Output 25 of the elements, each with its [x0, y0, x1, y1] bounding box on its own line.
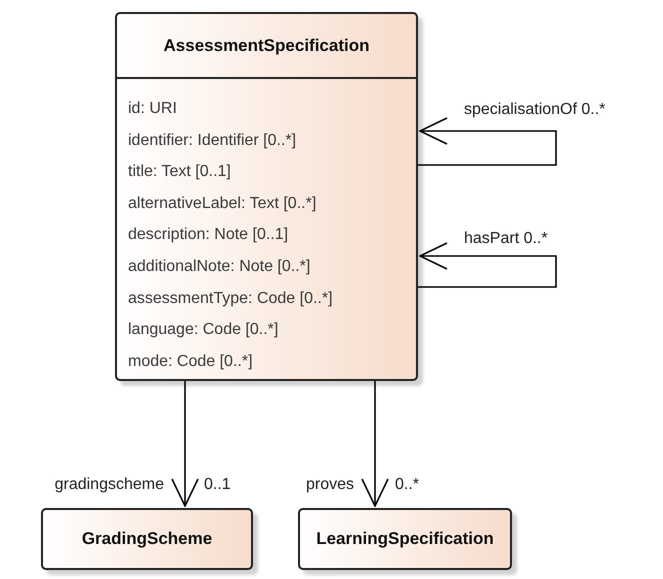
class-box — [41, 508, 253, 570]
association-arrow — [361, 381, 389, 507]
attribute-text: mode: Code [0..*] — [128, 352, 253, 372]
edge-label: specialisationOf 0..* — [464, 100, 606, 120]
class-name: AssessmentSpecification — [164, 34, 370, 57]
edge-label: gradingscheme — [54, 475, 164, 495]
attribute-text: identifier: Identifier [0..*] — [128, 130, 296, 151]
attribute-text: alternativeLabel: Text [0..*] — [128, 194, 316, 214]
association-arrow — [171, 381, 199, 507]
association-arrow — [418, 117, 557, 166]
attribute-text: additionalNote: Note [0..*] — [128, 256, 310, 277]
association-arrow — [418, 242, 557, 288]
attribute-text: id: URI — [128, 99, 177, 119]
attribute-text: language: Code [0..*] — [128, 320, 278, 340]
class-name: LearningSpecification — [316, 528, 494, 550]
class-name: GradingScheme — [82, 528, 212, 550]
attribute-text: title: Text [0..1] — [128, 162, 231, 182]
edge-label: proves — [306, 475, 354, 495]
attribute-text: description: Note [0..1] — [128, 225, 288, 246]
class-box — [115, 12, 418, 381]
attribute-text: assessmentType: Code [0..*] — [128, 288, 333, 309]
edge-label: hasPart 0..* — [464, 229, 548, 249]
multiplicity-label: 0..1 — [204, 475, 231, 495]
class-box — [298, 508, 512, 570]
multiplicity-label: 0..* — [395, 475, 420, 495]
